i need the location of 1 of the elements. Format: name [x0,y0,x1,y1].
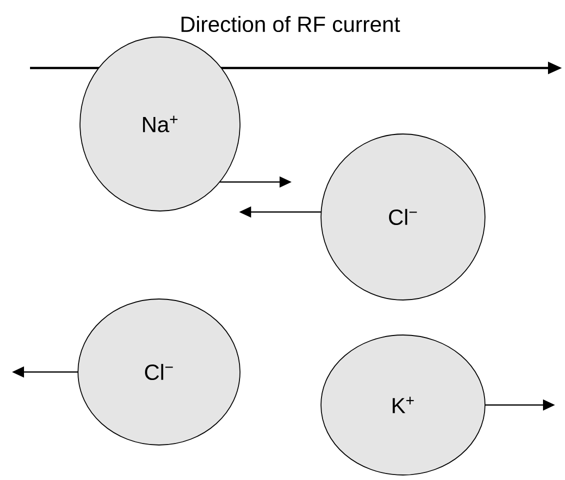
heading: Direction of RF current [182,16,400,32]
